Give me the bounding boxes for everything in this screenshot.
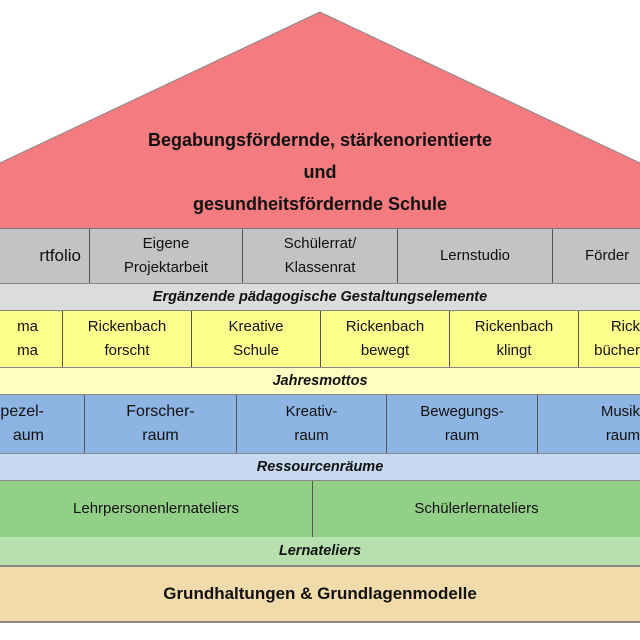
cell-forscht: Rickenbach forscht [63,311,192,367]
cell-text: Kreative [228,318,284,335]
foundation: Grundhaltungen & Grundlagenmodelle [0,566,640,623]
cell-lernstudio: Lernstudio [398,229,553,283]
cell-text: Lehrpersonenlernateliers [73,500,239,517]
cell-lehrpersonenlernateliers: Lehrpersonenlernateliers [0,481,313,537]
cell-buecher: Rick bücher [579,311,640,367]
cell-text: Schule [233,342,279,359]
cell-text: raum [142,427,179,444]
green-row: Lehrpersonenlernateliers Schülerlernatel… [0,481,640,537]
cell-text: Forscher- [126,403,195,420]
cell-text: Rickenbach [474,318,554,335]
band-jahresmottos: Jahresmottos [0,367,640,395]
cell-text: ma [17,318,38,335]
cell-bewegungsraum: Bewegungs-raum [387,395,538,453]
cell-schuelerlernateliers: Schülerlernateliers [313,481,640,537]
cell-text: raum [444,427,480,444]
cell-kreativraum: Kreativ-raum [237,395,387,453]
cell-text: Kreativ- [285,403,338,420]
roof-line: Begabungsfördernde, stärkenorientierte [147,130,493,150]
cell-text: Bewegungs- [420,403,504,420]
cell-text: Eigene [142,235,190,252]
cell-text: Schülerrat/ [283,235,357,252]
cell-text: Schülerlernateliers [414,500,539,517]
cell-text: pezel- [0,403,44,420]
cell-text: klingt [496,342,532,359]
band-gestaltungselemente: Ergänzende pädagogische Gestaltungseleme… [0,283,640,311]
cell-foerder: Förder [553,229,640,283]
cell-forscherraum: Forscher-raum [85,395,237,453]
cell-pezel-raum: pezel-aum [0,395,85,453]
band-lernateliers: Lernateliers [0,537,640,566]
cell-text: rtfolio [39,246,81,265]
roof-line: und [303,162,337,182]
cell-musikraum: Musik raum [538,395,640,453]
cell-text: Musik [600,403,640,420]
cell-text: Lernstudio [439,247,511,264]
cell-portfolio: rtfolio [0,229,90,283]
cell-klingt: Rickenbach klingt [450,311,579,367]
cell-text: raum [605,427,640,444]
roof-line: gesundheitsfördernde Schule [192,194,448,214]
cell-text: Förder [585,247,630,264]
cell-thema: ma ma [0,311,63,367]
blue-row: pezel-aum Forscher-raum Kreativ-raum Bew… [0,395,640,453]
cell-text: aum [12,427,44,444]
roof-title: Begabungsfördernde, stärkenorientierte u… [0,124,640,220]
cell-text: Rickenbach [345,318,425,335]
cell-text: Rickenbach [87,318,167,335]
cell-text: Klassenrat [284,259,356,276]
cell-text: ma [17,342,38,359]
band-ressourcenraeume: Ressourcenräume [0,453,640,481]
cell-text: raum [294,427,329,444]
cell-schuelerrat: Schülerrat/Klassenrat [243,229,398,283]
cell-text: bewegt [360,342,410,359]
cell-bewegt: Rickenbach bewegt [321,311,450,367]
cell-text: Rick [610,318,640,335]
cell-text: Projektarbeit [123,259,209,276]
cell-text: bücher [594,342,640,359]
cell-text: forscht [104,342,150,359]
